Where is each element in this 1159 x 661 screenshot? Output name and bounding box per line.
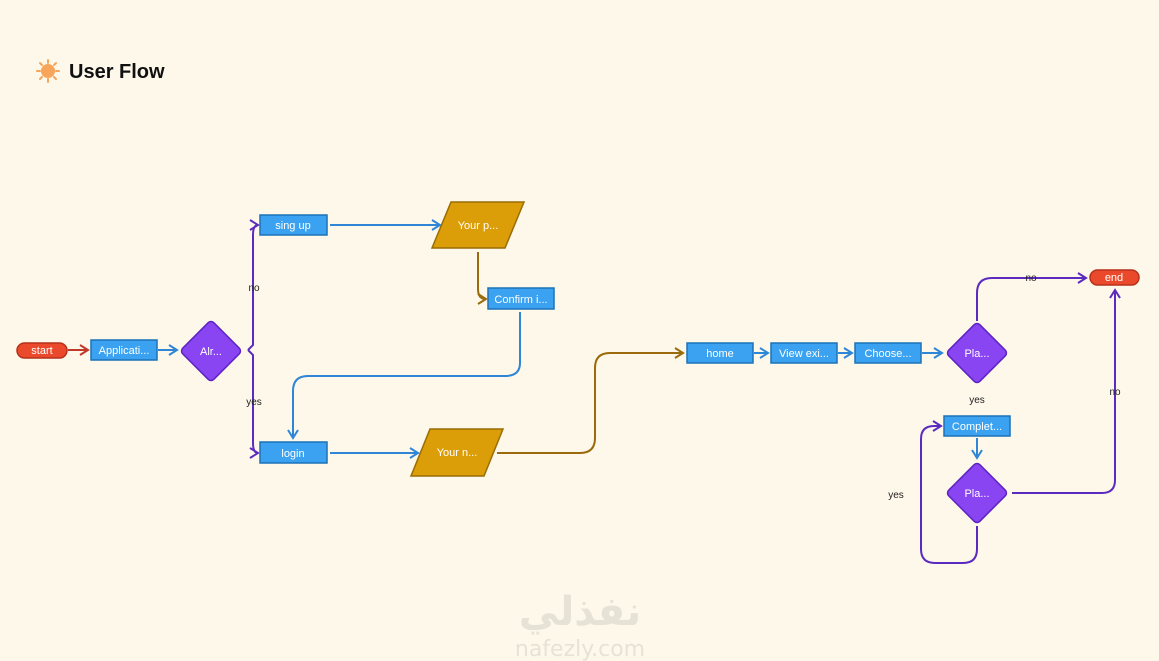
node-play-2[interactable]: Pla... [946,462,1008,524]
watermark-arabic: نفذلي [519,589,641,635]
node-your-p[interactable]: Your p... [430,201,526,249]
node-home-label: home [706,348,734,360]
edges [68,219,1121,564]
node-confirm[interactable]: Confirm i... [487,287,555,310]
node-signup-label: sing up [275,220,310,232]
node-view-label: View exi... [779,348,829,360]
edge-yourn-home [497,347,685,454]
edge-play1-end [976,272,1088,321]
edge-label-yes-login: yes [246,397,262,408]
node-complete-label: Complet... [952,421,1002,433]
node-application-label: Applicati... [99,345,150,357]
node-already-label: Alr... [200,346,222,358]
edge-label-yes-complete: yes [969,395,985,406]
watermark: نفذلي nafezly.com [515,589,645,661]
node-signup[interactable]: sing up [259,214,328,236]
watermark-latin: nafezly.com [515,637,645,661]
node-start-label: start [31,345,52,357]
node-your-p-label: Your p... [458,220,499,232]
node-complete[interactable]: Complet... [943,415,1011,437]
edge-labels: no yes no yes yes no [246,273,1121,501]
edge-label-no-signup: no [248,283,260,294]
node-end[interactable]: end [1089,269,1140,286]
node-play-1-label: Pla... [964,348,989,360]
node-application[interactable]: Applicati... [90,339,158,361]
edge-play2-end [1012,288,1121,494]
node-confirm-label: Confirm i... [494,294,547,306]
edge-already-signup [247,219,260,351]
node-end-label: end [1105,272,1123,284]
edge-play2-complete [920,420,978,564]
node-login-label: login [281,448,304,460]
node-your-n[interactable]: Your n... [409,428,505,477]
edge-label-yes-loop: yes [888,490,904,501]
node-view[interactable]: View exi... [770,342,838,364]
node-choose[interactable]: Choose... [854,342,922,364]
edge-label-no-right: no [1109,387,1121,398]
node-home[interactable]: home [686,342,754,364]
edge-already-login [247,349,260,459]
node-play-2-label: Pla... [964,488,989,500]
node-your-n-label: Your n... [437,447,478,459]
edge-yourp-confirm [477,252,488,305]
title-group: User Flow [36,59,165,83]
node-choose-label: Choose... [864,348,911,360]
sun-burst-icon [36,59,60,83]
edge-label-no-end: no [1025,273,1037,284]
edge-confirm-login [287,312,521,440]
page-title: User Flow [69,61,165,83]
node-play-1[interactable]: Pla... [946,322,1008,384]
node-start[interactable]: start [16,342,68,359]
node-login[interactable]: login [259,441,328,464]
node-already[interactable]: Alr... [180,320,242,382]
